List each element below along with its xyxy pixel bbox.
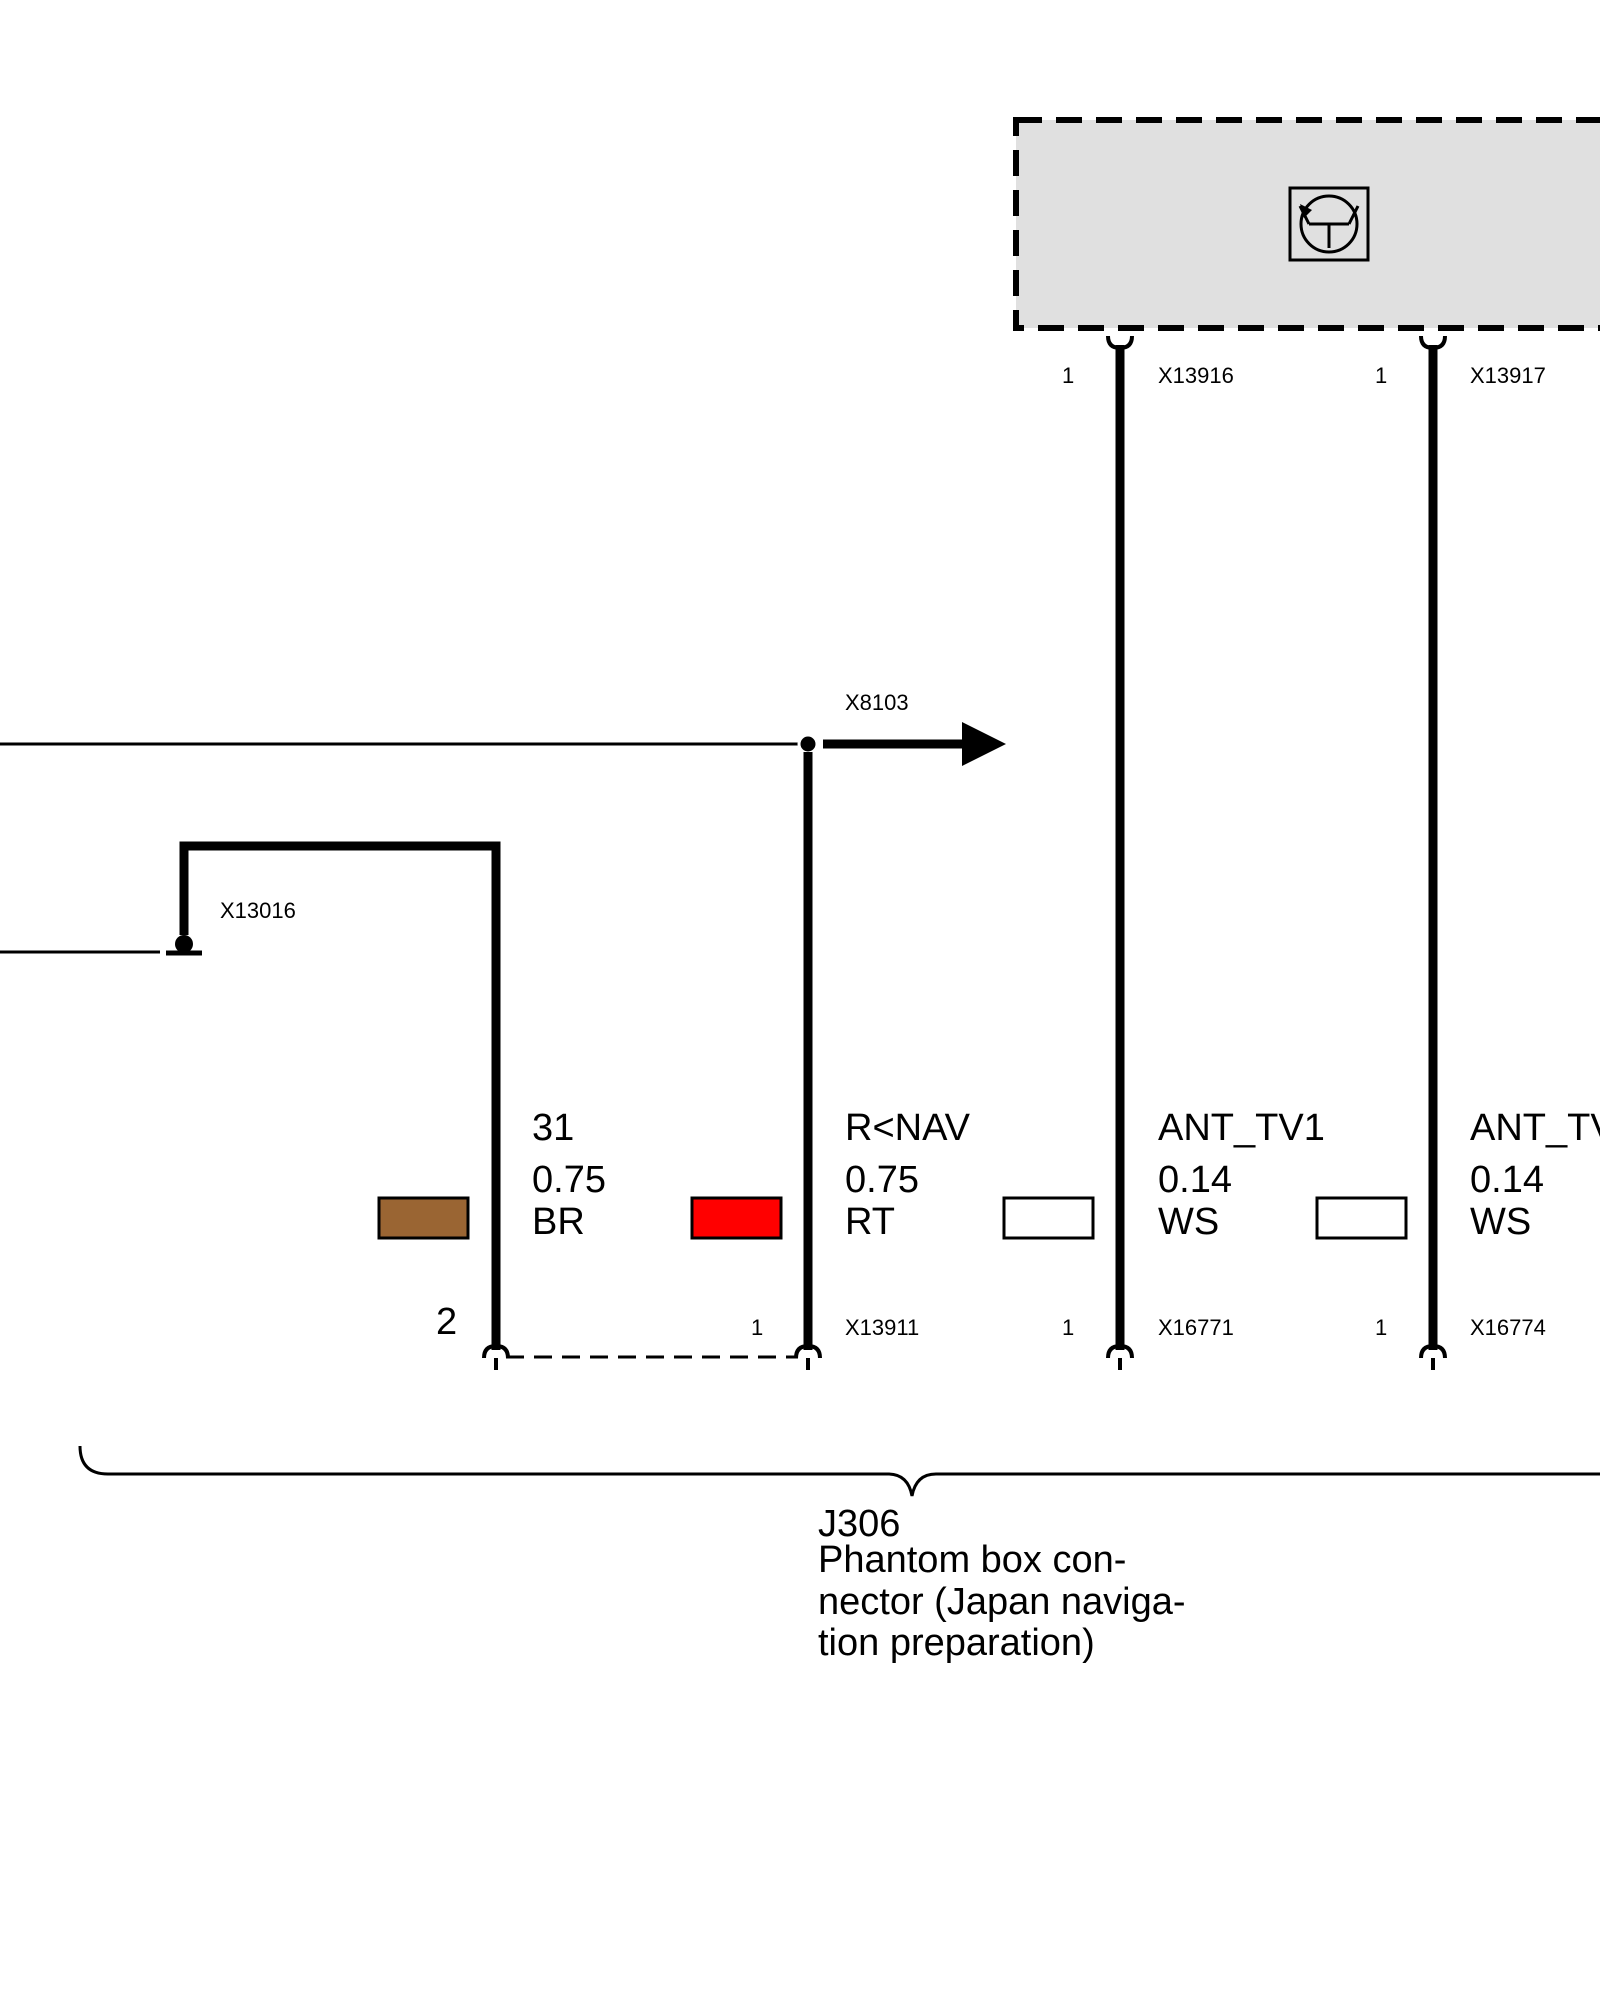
connector-terminal-3 xyxy=(1106,1343,1134,1359)
wire-signal: ANT_TV xyxy=(1470,1107,1600,1149)
connector-terminal-4 xyxy=(1419,1343,1447,1359)
wire-gauge: 0.75 xyxy=(845,1159,919,1201)
wire-gauge: 0.14 xyxy=(1470,1159,1544,1201)
wire-color-swatch-white xyxy=(1002,1196,1095,1240)
wire-color-code: WS xyxy=(1470,1201,1531,1243)
module-pin-2-number: 1 xyxy=(1375,363,1387,388)
connector-description-line-3: tion preparation) xyxy=(818,1622,1095,1664)
wire-signal: ANT_TV1 xyxy=(1158,1107,1325,1149)
wire-color-code: BR xyxy=(532,1201,585,1243)
wire-signal: 31 xyxy=(532,1107,574,1149)
wire-color-code: RT xyxy=(845,1201,895,1243)
wire-color-swatch-red xyxy=(690,1196,783,1240)
connector-label: X13911 xyxy=(845,1315,919,1340)
splice-node xyxy=(797,733,819,755)
module-pin-2-connector: X13917 xyxy=(1470,363,1546,388)
wire-annotation-ant-tv2: ANT_TV 0.14 WS 1 X16774 xyxy=(1315,1107,1600,1340)
ground-label: X13016 xyxy=(220,898,296,923)
connector-description-line-1: Phantom box con- xyxy=(818,1539,1126,1581)
wire-color-swatch-white xyxy=(1315,1196,1408,1240)
arrow-right-icon xyxy=(962,722,1006,766)
wire-gauge: 0.14 xyxy=(1158,1159,1232,1201)
connector-id: J306 xyxy=(818,1503,900,1545)
splice-label: X8103 xyxy=(845,690,909,715)
wire-color-swatch-brown xyxy=(377,1196,470,1240)
connector-pin-number: 1 xyxy=(1062,1315,1074,1340)
transistor-symbol-icon xyxy=(1288,186,1370,262)
connector-label: X16774 xyxy=(1470,1315,1546,1340)
component-module xyxy=(1013,117,1600,331)
wire-31 xyxy=(179,841,501,1350)
connector-brace xyxy=(78,1445,1600,1497)
connector-terminal-1 xyxy=(482,1343,510,1359)
connector-pin-number: 2 xyxy=(436,1301,457,1343)
wire-annotation-r-nav: R<NAV 0.75 RT 1 X13911 xyxy=(690,1107,971,1340)
module-pin-1-number: 1 xyxy=(1062,363,1074,388)
wire-annotation-ant-tv1: ANT_TV1 0.14 WS 1 X16771 xyxy=(1002,1107,1325,1340)
connector-label: X16771 xyxy=(1158,1315,1234,1340)
module-pin-1-connector: X13916 xyxy=(1158,363,1234,388)
wire-gauge: 0.75 xyxy=(532,1159,606,1201)
ground-terminal-icon xyxy=(166,935,202,956)
wire-signal: R<NAV xyxy=(845,1107,971,1149)
connector-pin-number: 1 xyxy=(751,1315,763,1340)
connector-terminal-2 xyxy=(794,1343,822,1359)
connector-pin-number: 1 xyxy=(1375,1315,1387,1340)
connector-description-line-2: nector (Japan naviga- xyxy=(818,1581,1186,1623)
wire-color-code: WS xyxy=(1158,1201,1219,1243)
wire-annotation-31: 31 0.75 BR 2 xyxy=(377,1107,606,1343)
